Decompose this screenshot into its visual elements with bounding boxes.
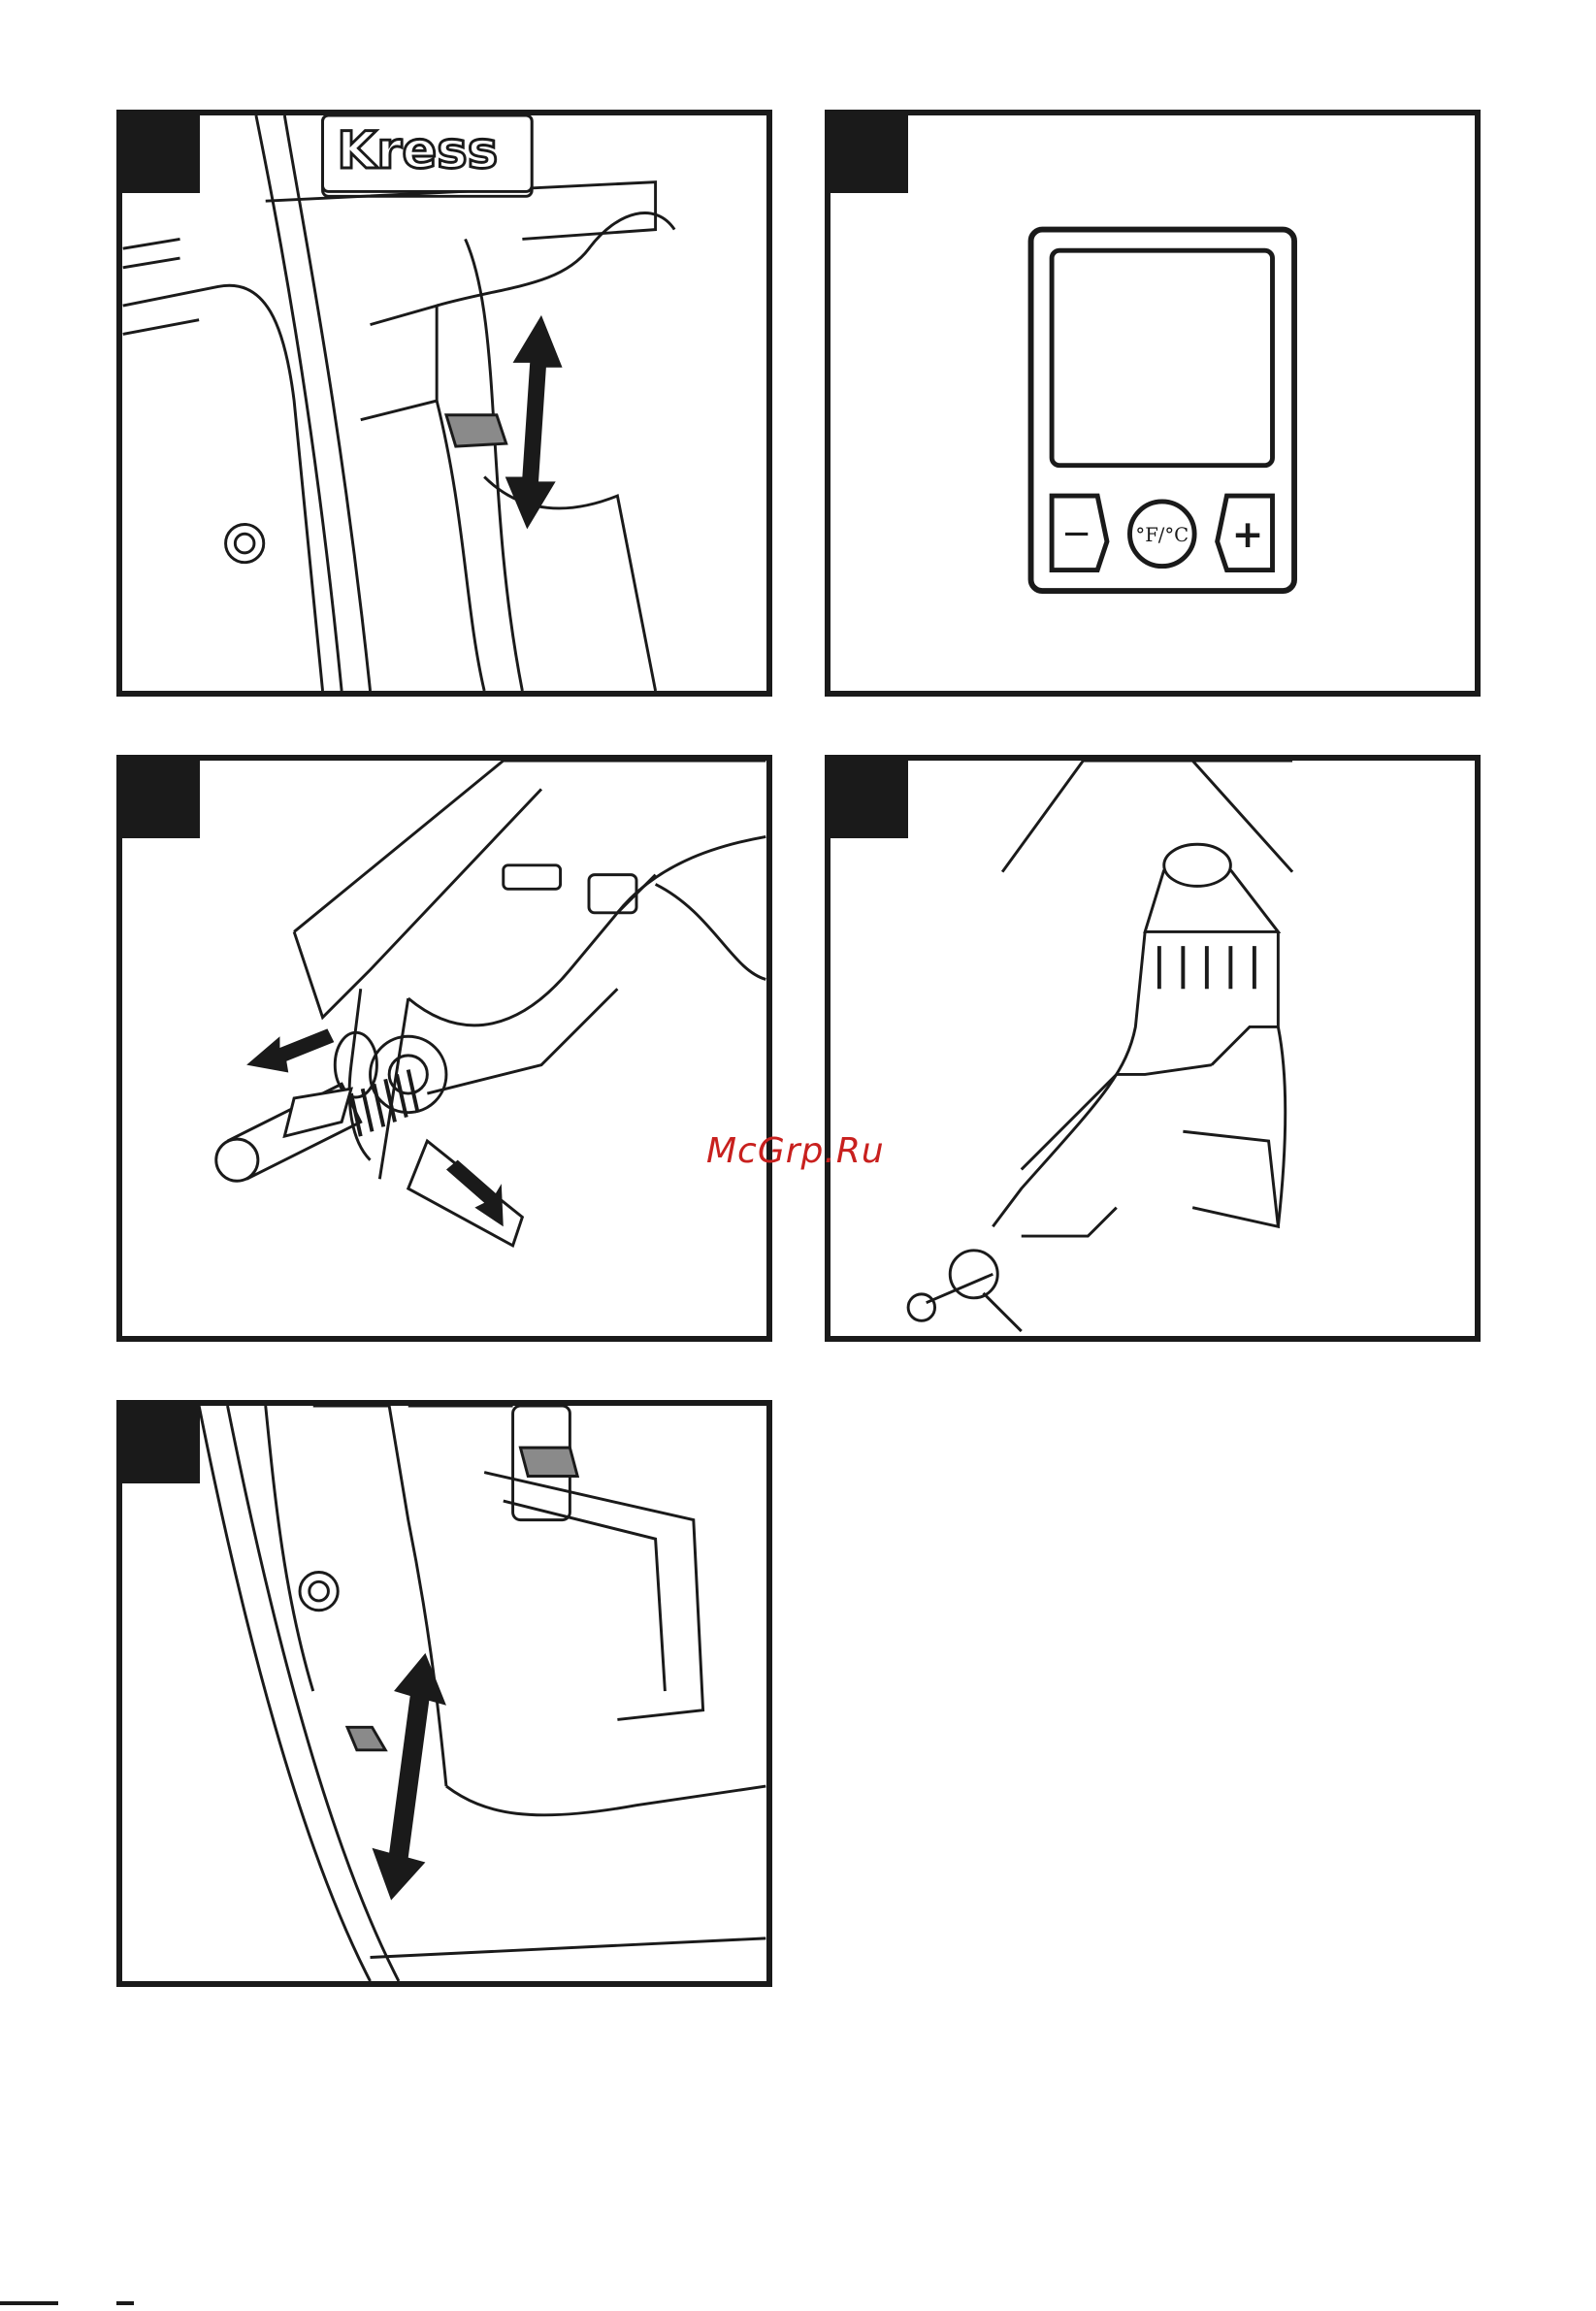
plus-label: + — [1232, 513, 1264, 557]
figure-corner-block — [831, 115, 908, 193]
handle-switch-illustration: Kress — [122, 115, 766, 691]
figure-panel-1: Kress — [116, 110, 772, 697]
footer-rule — [0, 2301, 136, 2305]
control-display-illustration: − °F/°C + — [831, 115, 1475, 691]
unit-label: °F/°C — [1135, 524, 1189, 546]
figure-corner-block — [122, 115, 200, 193]
double-arrow-icon — [505, 315, 563, 530]
minus-label: − — [1061, 511, 1091, 554]
figure-corner-block — [831, 761, 908, 838]
figure-corner-block — [122, 761, 200, 838]
watermark-text: McGrp.Ru — [706, 1131, 885, 1171]
arrow-left-icon — [246, 1028, 334, 1072]
figure-panel-4 — [825, 755, 1481, 1342]
figure-panel-2: − °F/°C + — [825, 110, 1481, 697]
double-arrow-icon — [373, 1653, 446, 1901]
stand-lever-illustration — [122, 761, 766, 1336]
display-screen — [1052, 250, 1272, 466]
upright-stand-illustration — [831, 761, 1475, 1336]
figure-panel-3 — [116, 755, 772, 1342]
figure-panel-5 — [116, 1400, 772, 1987]
lock-slider-illustration — [122, 1406, 766, 1981]
figure-corner-block — [122, 1406, 200, 1483]
brand-logo: Kress — [337, 121, 498, 180]
